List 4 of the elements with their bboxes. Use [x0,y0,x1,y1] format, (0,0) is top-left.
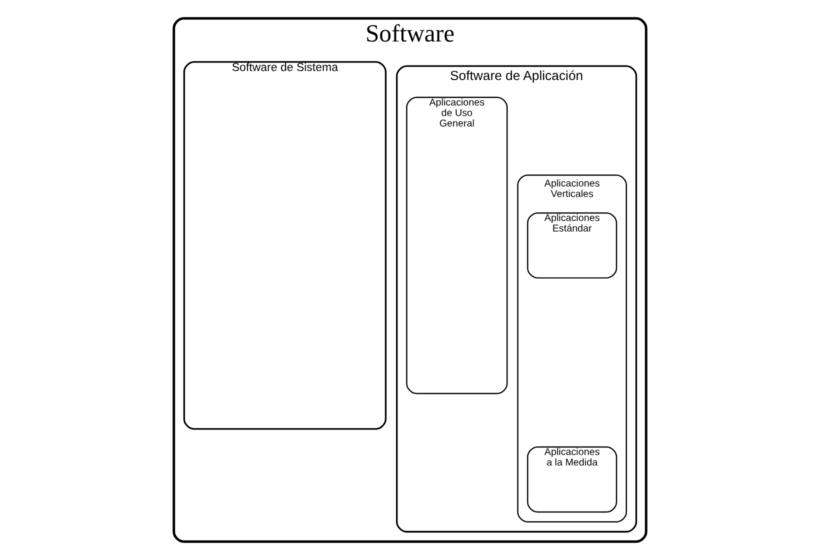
node-box: Aplicaciones de Uso General [406,96,508,394]
node-box: Aplicaciones a la Medida [526,446,617,513]
node-box: Software de Sistema [182,61,386,430]
node-box: Aplicaciones Estándar [526,212,617,279]
